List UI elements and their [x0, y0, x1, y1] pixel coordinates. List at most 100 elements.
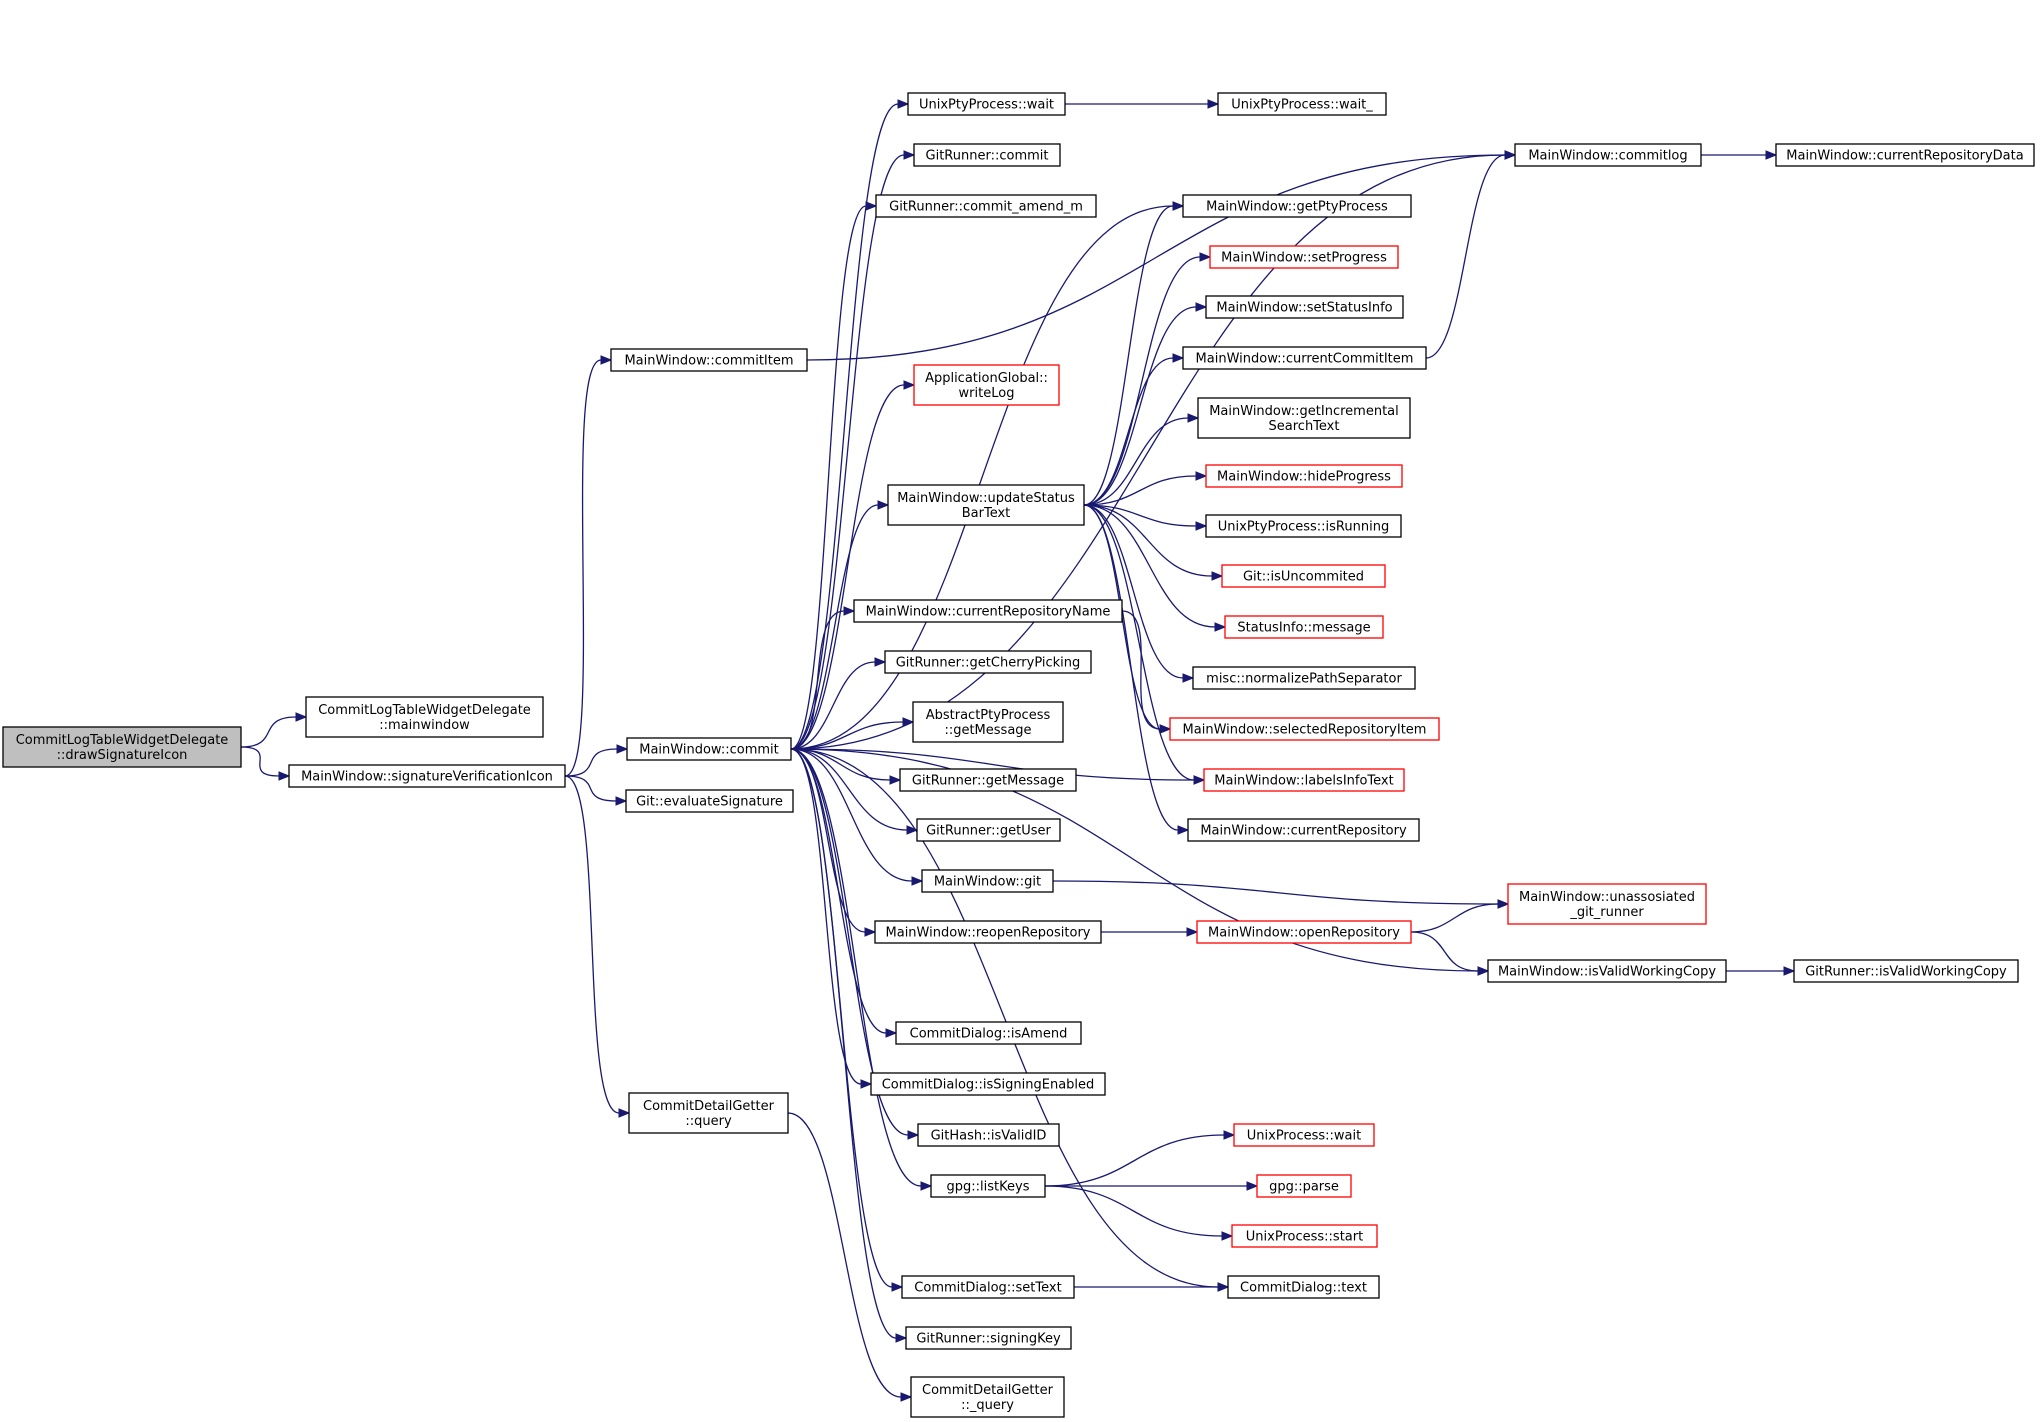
- node-isValidWC[interactable]: MainWindow::isValidWorkingCopy: [1487, 959, 1727, 983]
- node-label: MainWindow::unassosiated: [1519, 890, 1695, 905]
- node-isValidID[interactable]: GitHash::isValidID: [917, 1123, 1060, 1147]
- node-curCommitItem[interactable]: MainWindow::currentCommitItem: [1182, 346, 1427, 370]
- edge-commitItem-to-commitlog: [806, 150, 1517, 361]
- edge-line: [790, 154, 905, 750]
- node-setProgress[interactable]: MainWindow::setProgress: [1209, 245, 1399, 269]
- node-upStart[interactable]: UnixProcess::start: [1231, 1224, 1378, 1248]
- node-label: MainWindow::git: [934, 875, 1041, 890]
- node-sigverif[interactable]: MainWindow::signatureVerificationIcon: [288, 764, 566, 788]
- node-mainwindow[interactable]: CommitLogTableWidgetDelegate::mainwindow: [305, 696, 544, 738]
- edge-arrowhead: [1195, 521, 1208, 531]
- edge-sigverif-to-commit: [564, 744, 629, 777]
- node-openRepo[interactable]: MainWindow::openRepository: [1196, 920, 1412, 944]
- edge-line: [1083, 504, 1195, 781]
- node-uppIsRunning[interactable]: UnixPtyProcess::isRunning: [1205, 514, 1402, 538]
- node-label: CommitLogTableWidgetDelegate: [16, 733, 229, 748]
- node-box: [1507, 883, 1707, 925]
- edge-arrowhead: [1193, 775, 1206, 785]
- node-isAmend[interactable]: CommitDialog::isAmend: [895, 1021, 1082, 1045]
- edge-commit-to-grGetMsg: [790, 748, 902, 785]
- node-siMessage[interactable]: StatusInfo::message: [1224, 615, 1384, 639]
- edge-line: [1083, 205, 1174, 506]
- node-selRepoItem[interactable]: MainWindow::selectedRepositoryItem: [1169, 717, 1440, 741]
- node-cherry[interactable]: GitRunner::getCherryPicking: [884, 650, 1092, 674]
- edge-line: [240, 746, 280, 777]
- node-unassoc[interactable]: MainWindow::unassosiated_git_runner: [1507, 883, 1707, 925]
- edge-updateStatus-to-getPty: [1083, 201, 1185, 506]
- node-label: SearchText: [1269, 419, 1340, 434]
- node-label: GitRunner::getCherryPicking: [896, 656, 1081, 671]
- node-setText[interactable]: CommitDialog::setText: [901, 1275, 1075, 1299]
- node-listKeys[interactable]: gpg::listKeys: [930, 1174, 1046, 1198]
- edge-updateStatus-to-setStatusInfo: [1083, 302, 1208, 506]
- node-mwGit[interactable]: MainWindow::git: [921, 869, 1054, 893]
- edge-updateStatus-to-normPath: [1083, 504, 1195, 683]
- node-hideProgress[interactable]: MainWindow::hideProgress: [1205, 464, 1403, 488]
- node-reopen[interactable]: MainWindow::reopenRepository: [874, 920, 1102, 944]
- node-signingKey[interactable]: GitRunner::signingKey: [905, 1326, 1072, 1350]
- node-grGetUser[interactable]: GitRunner::getUser: [916, 818, 1061, 842]
- edge-commit-to-setText: [790, 748, 904, 1292]
- edge-cdgQuery-to-cdgQuery_: [787, 1112, 913, 1402]
- node-label: MainWindow::currentRepository: [1200, 824, 1407, 839]
- node-commitlog[interactable]: MainWindow::commitlog: [1514, 143, 1702, 167]
- node-isUncommited[interactable]: Git::isUncommited: [1221, 564, 1386, 588]
- node-label: UnixProcess::start: [1246, 1230, 1363, 1245]
- node-evalSig[interactable]: Git::evaluateSignature: [625, 789, 794, 813]
- node-normPath[interactable]: misc::normalizePathSeparator: [1192, 666, 1416, 690]
- node-grIsValidWC[interactable]: GitRunner::isValidWorkingCopy: [1793, 959, 2019, 983]
- node-grCommit[interactable]: GitRunner::commit: [913, 143, 1061, 167]
- edge-commit-to-signingKey: [790, 748, 908, 1343]
- node-box: [1205, 464, 1403, 488]
- node-root[interactable]: CommitLogTableWidgetDelegate::drawSignat…: [2, 726, 242, 768]
- node-box: [1182, 346, 1427, 370]
- edge-line: [790, 205, 867, 750]
- node-commit[interactable]: MainWindow::commit: [626, 737, 792, 761]
- node-label: UnixPtyProcess::wait: [919, 98, 1054, 113]
- edge-arrowhead: [1159, 724, 1172, 734]
- node-box: [1221, 564, 1386, 588]
- node-label: GitRunner::getUser: [926, 824, 1051, 839]
- node-curRepoData[interactable]: MainWindow::currentRepositoryData: [1775, 143, 2035, 167]
- node-gpgParse[interactable]: gpg::parse: [1256, 1174, 1352, 1198]
- node-apGetMsg[interactable]: AbstractPtyProcess::getMessage: [912, 701, 1064, 743]
- node-setStatusInfo[interactable]: MainWindow::setStatusInfo: [1205, 295, 1404, 319]
- node-cdgQuery[interactable]: CommitDetailGetter::query: [628, 1092, 789, 1134]
- edge-line: [790, 748, 908, 831]
- edge-updateStatus-to-siMessage: [1083, 504, 1227, 632]
- node-label: gpg::listKeys: [947, 1180, 1030, 1195]
- node-box: [899, 768, 1077, 792]
- edge-updateStatus-to-hideProgress: [1083, 471, 1208, 506]
- edge-arrowhead: [1223, 1130, 1236, 1140]
- node-curRepo[interactable]: MainWindow::currentRepository: [1187, 818, 1420, 842]
- node-label: Git::evaluateSignature: [636, 795, 783, 810]
- node-isSigning[interactable]: CommitDialog::isSigningEnabled: [870, 1072, 1106, 1096]
- node-box: [1231, 1224, 1378, 1248]
- node-box: [1169, 717, 1440, 741]
- edge-commit-to-curRepoName: [790, 606, 856, 750]
- node-grGetMsg[interactable]: GitRunner::getMessage: [899, 768, 1077, 792]
- node-labelsInfo[interactable]: MainWindow::labelsInfoText: [1203, 768, 1405, 792]
- edge-commit-to-mwGit: [790, 748, 924, 886]
- node-commitItem[interactable]: MainWindow::commitItem: [610, 348, 808, 372]
- node-label: GitRunner::signingKey: [916, 1332, 1061, 1347]
- node-writeLog[interactable]: ApplicationGlobal::writeLog: [913, 364, 1060, 406]
- node-cdText[interactable]: CommitDialog::text: [1227, 1275, 1380, 1299]
- edge-arrowhead: [1195, 471, 1208, 481]
- node-box: [1224, 615, 1384, 639]
- node-upWait[interactable]: UnixProcess::wait: [1233, 1123, 1375, 1147]
- edge-arrowhead: [295, 712, 308, 722]
- node-uppWait[interactable]: UnixPtyProcess::wait: [907, 92, 1066, 116]
- node-uppWait_[interactable]: UnixPtyProcess::wait_: [1217, 92, 1387, 116]
- edge-listKeys-to-upWait: [1044, 1130, 1236, 1187]
- node-box: [910, 1376, 1065, 1418]
- node-cdgQuery_[interactable]: CommitDetailGetter::_query: [910, 1376, 1065, 1418]
- node-label: gpg::parse: [1269, 1180, 1339, 1195]
- node-box: [1182, 194, 1412, 218]
- edge-arrowhead: [877, 500, 890, 510]
- node-curRepoName[interactable]: MainWindow::currentRepositoryName: [853, 599, 1123, 623]
- node-grAmend[interactable]: GitRunner::commit_amend_m: [875, 194, 1097, 218]
- node-getPty[interactable]: MainWindow::getPtyProcess: [1182, 194, 1412, 218]
